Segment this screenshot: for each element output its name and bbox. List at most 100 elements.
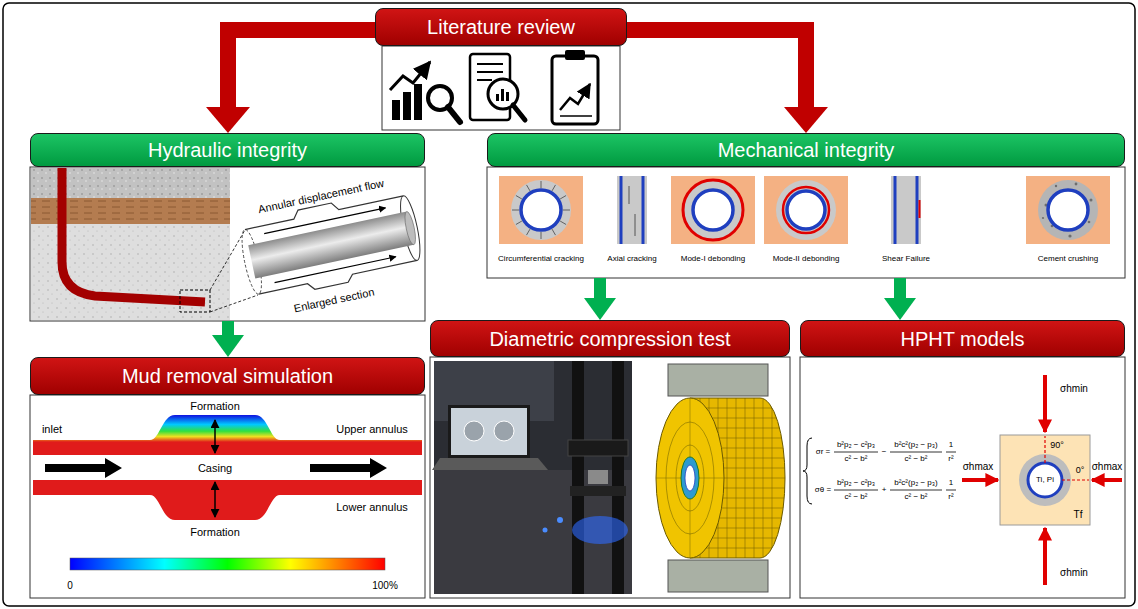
lab-setup [464, 421, 484, 441]
stress-label: σhmax [1092, 461, 1123, 472]
fe-model [656, 364, 790, 592]
failure-modes [1090, 199, 1093, 202]
failure-modes [516, 196, 522, 200]
equation-term: σr = [816, 448, 831, 457]
failure-modes [620, 176, 623, 244]
failure-modes [635, 214, 636, 236]
review-icons [560, 84, 590, 110]
wellbore-sketch [62, 168, 205, 302]
equation-term: σθ = [815, 486, 831, 495]
failure-modes [1075, 183, 1078, 186]
review-icons [448, 107, 460, 122]
header-band: Diametric compression test [430, 320, 790, 357]
region-label: Lower annulus [336, 501, 408, 513]
failure-caption: Mode-II debonding [773, 255, 840, 264]
equation-term: c² − b² [845, 455, 868, 464]
fe-model [727, 398, 728, 558]
review-icons [496, 94, 499, 101]
mud-removal-plot [214, 420, 216, 453]
stress-label: σhmax [963, 461, 994, 472]
callout-label: Enlarged section [293, 286, 376, 315]
enlarged-annulus [248, 212, 414, 279]
hpht-figure [1043, 528, 1047, 585]
hpht-figure [946, 452, 956, 453]
failure-caption: Axial cracking [607, 255, 656, 264]
lab-setup [572, 361, 584, 594]
region-label: inlet [42, 423, 62, 435]
outer-frame [3, 3, 1135, 606]
mud-removal-plot [33, 415, 422, 455]
mud-removal-plot [30, 395, 425, 598]
review-icons [403, 92, 411, 120]
failure-modes [1038, 180, 1098, 240]
header-band: Literature review [375, 8, 627, 46]
fe-model [668, 364, 768, 396]
failure-modes [919, 200, 921, 218]
stage-title: Literature review [427, 16, 575, 38]
failure-modes [783, 187, 829, 233]
region-label: Formation [190, 526, 240, 538]
review-icons [477, 71, 503, 73]
failure-modes [512, 210, 519, 211]
equation-term: r² [948, 455, 953, 464]
failure-modes [527, 185, 531, 191]
mud-removal-plot [70, 558, 385, 570]
header-band: Mechanical integrity [487, 133, 1125, 167]
failure-modes [512, 181, 570, 239]
wellbore-sketch [210, 230, 245, 290]
lab-setup [588, 470, 608, 484]
failure-modes [1055, 185, 1057, 187]
failure-modes [511, 180, 571, 240]
mud-removal-plot [45, 458, 122, 478]
equation-term: + [882, 486, 887, 495]
failure-caption: Shear Failure [882, 255, 930, 264]
failure-caption: Mode-I debonding [681, 255, 746, 264]
review-icons [477, 63, 503, 65]
flow-label: Annular displacement flow [257, 177, 385, 216]
failure-modes [642, 176, 645, 244]
failure-modes [629, 186, 630, 204]
failure-modes [499, 176, 583, 244]
region-label: Formation [190, 400, 240, 412]
wellbore-sketch [30, 167, 425, 321]
review-icons [390, 62, 430, 90]
fe-model [685, 465, 695, 491]
failure-modes [563, 210, 570, 211]
lab-setup [572, 516, 628, 544]
failure-modes [521, 190, 561, 230]
failure-modes [552, 185, 556, 191]
failure-modes [552, 229, 556, 235]
lab-setup [448, 405, 530, 458]
failure-modes [916, 176, 919, 244]
lab-setup [570, 486, 626, 496]
hpht-figure [890, 490, 942, 491]
fe-model [668, 560, 768, 592]
equation-term: − [882, 448, 887, 457]
mud-removal-plot [33, 480, 422, 520]
stress-label: σhmin [1060, 567, 1088, 578]
review-icons [501, 89, 504, 101]
hpht-figure [1092, 478, 1122, 482]
flow-arrow [222, 321, 234, 335]
enlarged-annulus [275, 257, 396, 283]
region-label: Upper annulus [336, 423, 408, 435]
failure-modes [1048, 190, 1088, 230]
angle-label: 0° [1076, 466, 1085, 476]
equation-term: b²c²(p₂ − p₃) [894, 479, 937, 488]
failure-modes [560, 221, 566, 225]
equation-term: c² − b² [905, 455, 928, 464]
failure-modes [516, 221, 522, 225]
fe-model [754, 398, 755, 558]
failure-modes [787, 191, 825, 229]
review-icons [560, 115, 592, 117]
failure-modes [487, 167, 1125, 278]
failure-modes [1042, 217, 1044, 219]
fe-model [772, 398, 773, 558]
header-band: Hydraulic integrity [30, 133, 425, 167]
enlarged-annulus [264, 208, 385, 234]
failure-modes [764, 176, 848, 244]
